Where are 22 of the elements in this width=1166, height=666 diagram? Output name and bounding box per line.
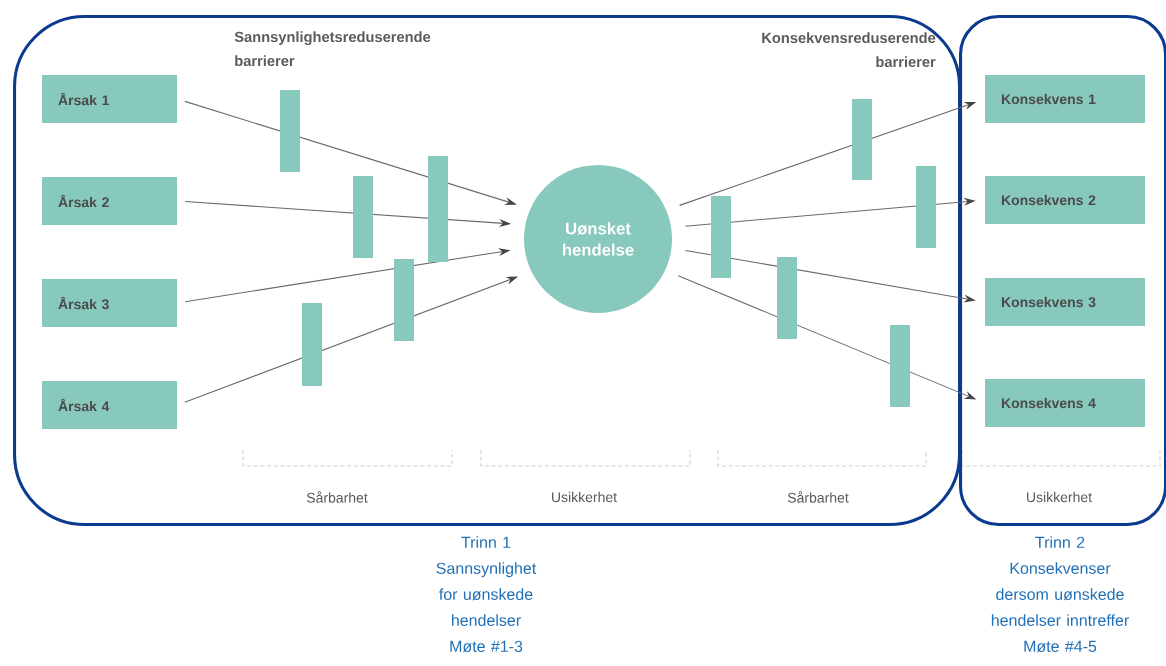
consequence-box: Konsekvens 4 [985, 379, 1145, 427]
bracket-label: Sårbarhet [306, 491, 368, 503]
stage-caption: Sannsynlighet for uønskede hendelser [436, 562, 537, 626]
bracket-label: Usikkerhet [552, 491, 617, 503]
stage-caption: Konsekvenser dersom uønskede hendelser inntreffer [991, 562, 1129, 626]
cause-box: Årsak 1 [42, 75, 177, 123]
stage-frame [959, 15, 1166, 527]
consequence-box: Konsekvens 2 [985, 176, 1145, 224]
cause-box: Årsak 3 [42, 279, 177, 327]
barrier-heading: Sannsynlighetsreduserende barrierer [234, 31, 431, 67]
stage-caption: Trinn 2 [1035, 536, 1085, 548]
bracket-label: Usikkerhet [1027, 491, 1092, 503]
stage-caption: Møte #1-3 [450, 640, 523, 653]
bracket-label: Sårbarhet [787, 491, 849, 503]
barrier-heading: Konsekvensreduserende barrierer [762, 32, 936, 68]
consequence-box: Konsekvens 3 [985, 278, 1145, 326]
stage-frame [13, 15, 962, 527]
stage-caption: Trinn 1 [461, 536, 511, 548]
stage-caption: Møte #4-5 [1024, 640, 1097, 653]
cause-box: Årsak 4 [42, 381, 177, 429]
cause-box: Årsak 2 [42, 177, 177, 225]
consequence-box: Konsekvens 1 [985, 75, 1145, 123]
